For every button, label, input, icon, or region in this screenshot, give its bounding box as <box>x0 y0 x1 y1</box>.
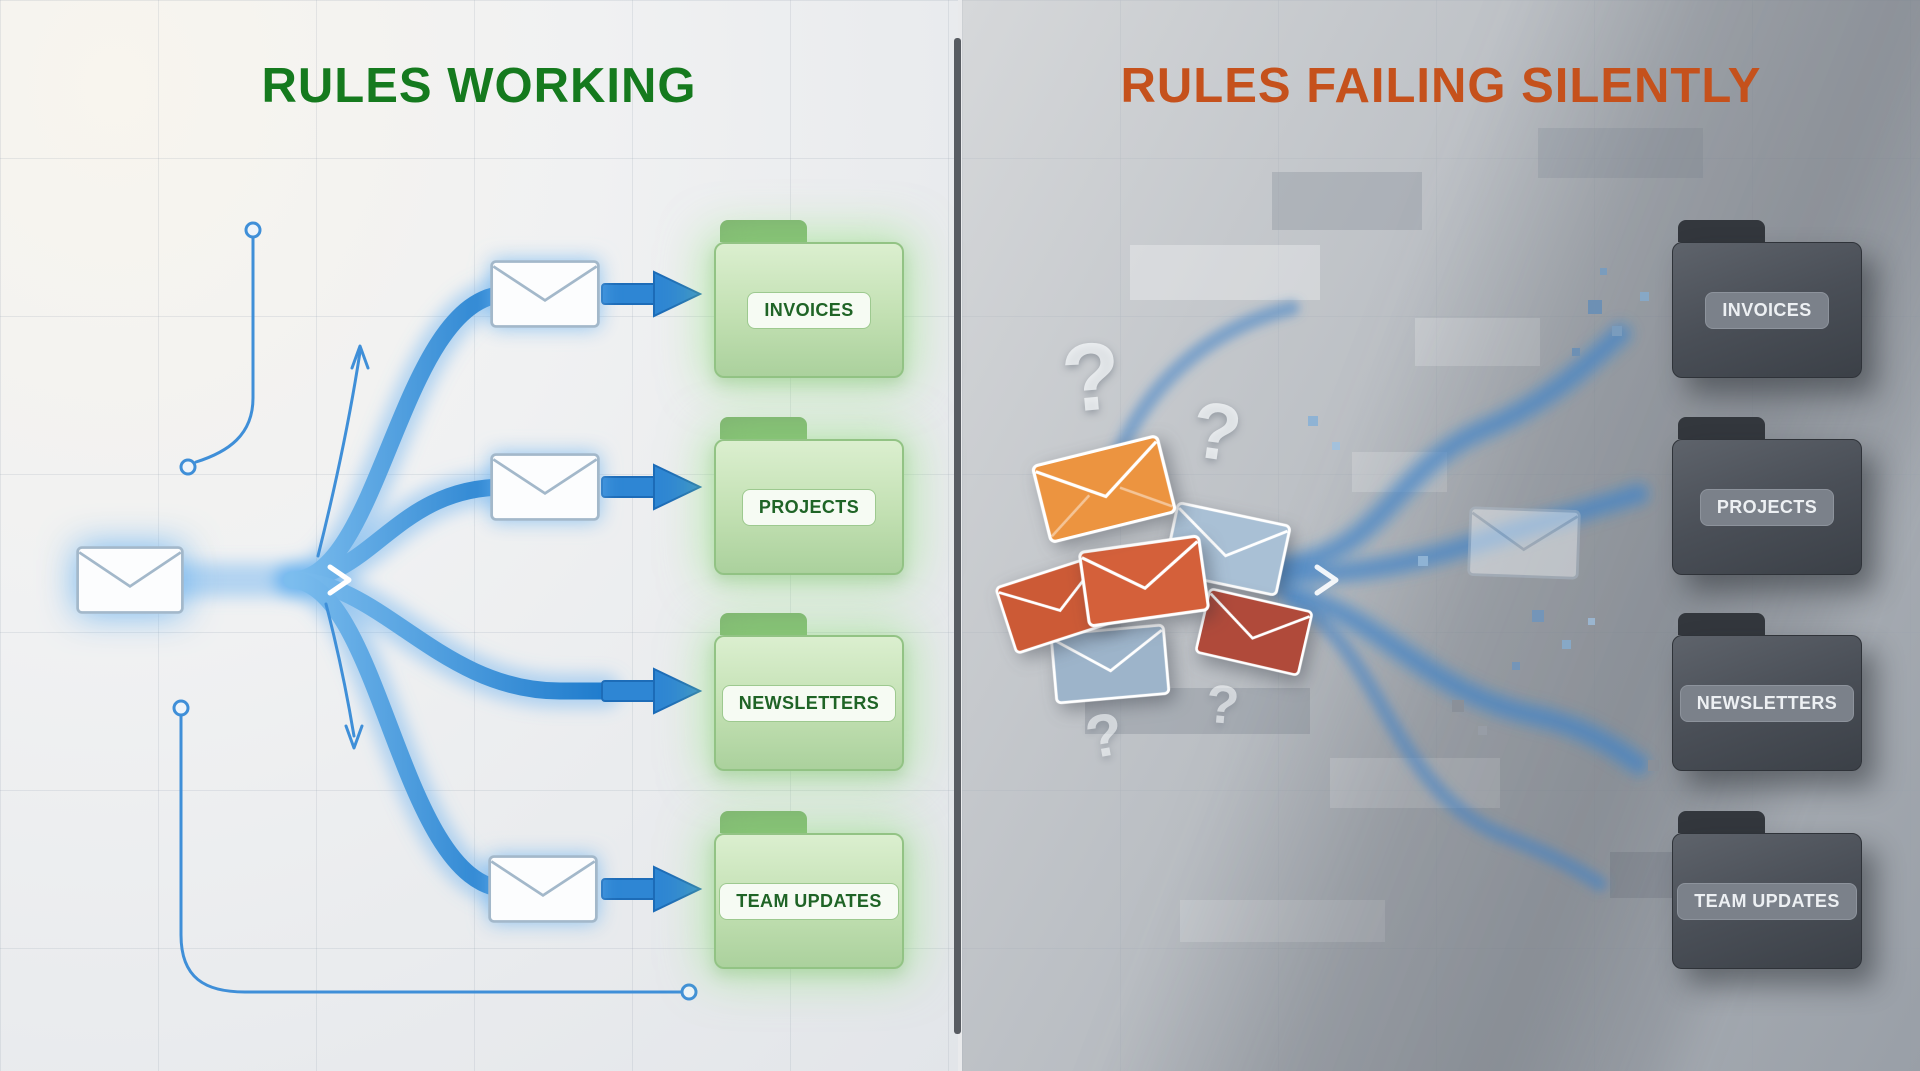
folder-tab <box>720 220 808 242</box>
folder-body: NEWSLETTERS <box>1672 635 1862 771</box>
flow-chevron <box>1314 564 1339 596</box>
decor-dots <box>172 221 698 1001</box>
pixel-square <box>1648 760 1659 771</box>
pixel-square <box>1418 556 1428 566</box>
folder-invoices: INVOICES <box>714 220 904 378</box>
folder-tab <box>1678 220 1766 242</box>
glitch-block <box>1415 318 1540 366</box>
pixel-square <box>1562 640 1571 649</box>
folder-body: INVOICES <box>714 242 904 378</box>
panel-divider <box>954 38 961 1034</box>
folder-tab <box>720 417 808 439</box>
main-envelope-icon <box>76 546 184 614</box>
arrow-right-icon <box>601 865 703 913</box>
folder-body: PROJECTS <box>1672 439 1862 575</box>
folder-newsletters: NEWSLETTERS <box>714 613 904 771</box>
flow-lines-left <box>155 221 703 1001</box>
folder-tab <box>1678 811 1766 833</box>
folder-newsletters: NEWSLETTERS <box>1672 613 1862 771</box>
glitch-block <box>1180 900 1385 942</box>
pixel-square <box>1640 292 1649 301</box>
folder-label: NEWSLETTERS <box>721 684 897 722</box>
glitch-block <box>1130 245 1320 300</box>
question-mark: ? <box>1203 673 1242 737</box>
arrow-right-icon <box>601 270 703 318</box>
folder-label: INVOICES <box>1705 291 1829 329</box>
folder-label: TEAM UPDATES <box>719 882 899 920</box>
broken-flow-lines <box>1104 300 1646 892</box>
envelope-dark-red-icon <box>1194 587 1315 678</box>
glitch-block <box>1538 128 1703 178</box>
folder-projects: PROJECTS <box>1672 417 1862 575</box>
arrow-right-icon <box>601 667 703 715</box>
glitch-block <box>1272 172 1422 230</box>
folder-team-updates: TEAM UPDATES <box>1672 811 1862 969</box>
folder-team-updates: TEAM UPDATES <box>714 811 904 969</box>
flow-chevron <box>327 564 352 596</box>
faded-envelope-icon <box>1467 506 1581 580</box>
pixel-square <box>1600 268 1607 275</box>
envelope-orange-icon <box>1030 433 1178 544</box>
envelope-icon <box>488 855 598 923</box>
folder-tab <box>720 811 808 833</box>
pixel-square <box>1478 726 1487 735</box>
decor-lines <box>179 235 684 994</box>
envelope-icon <box>490 453 600 521</box>
pixel-square <box>1588 300 1602 314</box>
folder-label: PROJECTS <box>1699 488 1835 526</box>
pixel-square <box>1572 348 1580 356</box>
folder-projects: PROJECTS <box>714 417 904 575</box>
envelope-icon <box>490 260 600 328</box>
flow-main <box>163 285 613 898</box>
folder-body: TEAM UPDATES <box>1672 833 1862 969</box>
arrow-right-icon <box>601 463 703 511</box>
pixel-square <box>1452 700 1464 712</box>
folder-tab <box>720 613 808 635</box>
folder-invoices: INVOICES <box>1672 220 1862 378</box>
folder-body: NEWSLETTERS <box>714 635 904 771</box>
flow-lines-right <box>1104 300 1653 892</box>
folder-label: NEWSLETTERS <box>1679 684 1855 722</box>
folder-tab <box>1678 417 1766 439</box>
folder-body: INVOICES <box>1672 242 1862 378</box>
pixel-square <box>1332 442 1340 450</box>
envelope-red-icon <box>1077 534 1211 628</box>
folder-body: PROJECTS <box>714 439 904 575</box>
pixel-square <box>1588 618 1595 625</box>
folder-tab <box>1678 613 1766 635</box>
pixel-square <box>1308 416 1318 426</box>
pixel-square <box>1512 662 1520 670</box>
pixel-square <box>1532 610 1544 622</box>
envelope-blue-icon <box>1049 623 1171 705</box>
question-mark: ? <box>1057 321 1126 434</box>
folder-label: TEAM UPDATES <box>1677 882 1857 920</box>
folder-label: PROJECTS <box>741 488 877 526</box>
folder-label: INVOICES <box>747 291 871 329</box>
folder-body: TEAM UPDATES <box>714 833 904 969</box>
pixel-square <box>1612 326 1622 336</box>
flow-glow <box>155 277 621 906</box>
